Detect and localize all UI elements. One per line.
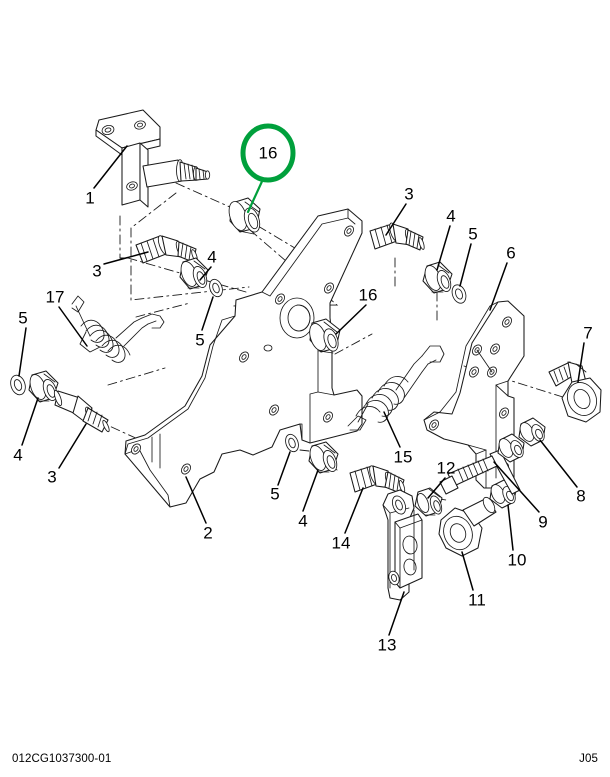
callout-number-12: 12	[437, 459, 456, 478]
callout-number-5: 5	[195, 331, 204, 350]
part-3-bolt-upper-left	[135, 235, 198, 264]
part-11-rod-end	[438, 496, 497, 557]
part-14-bolt	[349, 465, 406, 494]
callout-number-5: 5	[468, 225, 477, 244]
part-16-bushing-lower	[309, 318, 341, 354]
part-8-nut	[497, 417, 546, 463]
part-12-spacer	[414, 487, 443, 517]
drawing-number: 012CG1037300-01	[12, 753, 112, 765]
part-15-spring	[347, 345, 445, 431]
part-3-bolt-left	[53, 390, 110, 433]
sheet-code: J05	[579, 753, 598, 765]
callout-number-11: 11	[468, 591, 486, 610]
callout-number-5: 5	[270, 485, 279, 504]
part-4-bushing-upper-left	[179, 257, 209, 290]
callout-number-7: 7	[583, 324, 592, 343]
callout-number-4: 4	[207, 248, 216, 267]
part-2-main-bracket	[124, 208, 363, 508]
callout-number-5: 5	[18, 309, 27, 328]
callout-number-13: 13	[378, 636, 397, 655]
part-5-washer-bottom	[285, 433, 299, 453]
part-13-lever-bracket	[382, 489, 423, 601]
part-4-bushing-left	[28, 370, 59, 403]
part-4-bushing-right-upper	[422, 261, 453, 294]
callout-number-8: 8	[576, 487, 585, 506]
callout-number-3: 3	[47, 468, 56, 487]
highlight-callout-16	[240, 123, 296, 214]
callout-number-3: 3	[404, 185, 413, 204]
callout-number-16: 16	[359, 286, 378, 305]
part-17-spring	[71, 295, 165, 363]
callout-number-4: 4	[298, 512, 307, 531]
callout-number-14: 14	[332, 534, 351, 553]
callout-number-15: 15	[394, 448, 413, 467]
part-7-ball-joint	[548, 361, 602, 423]
part-5-washer-right-upper	[451, 284, 467, 304]
part-1-bracket	[95, 109, 211, 208]
part-5-washer-upper-left	[209, 278, 223, 298]
part-4-bushing-bottom	[308, 441, 339, 474]
part-16-bushing-upper	[228, 197, 261, 235]
callout-number-3: 3	[92, 262, 101, 281]
callout-number-4: 4	[13, 446, 22, 465]
callout-number-17: 17	[46, 288, 65, 307]
callout-number-10: 10	[508, 551, 527, 570]
leader-lines	[18, 145, 585, 636]
callout-number-6: 6	[506, 244, 515, 263]
part-3-bolt-right	[369, 222, 425, 251]
callout-number-16: 16	[259, 144, 278, 163]
part-5-washer-left	[10, 374, 26, 396]
callout-number-2: 2	[203, 524, 212, 543]
callout-number-4: 4	[446, 207, 455, 226]
callout-number-9: 9	[538, 513, 547, 532]
callout-number-1: 1	[85, 189, 94, 208]
